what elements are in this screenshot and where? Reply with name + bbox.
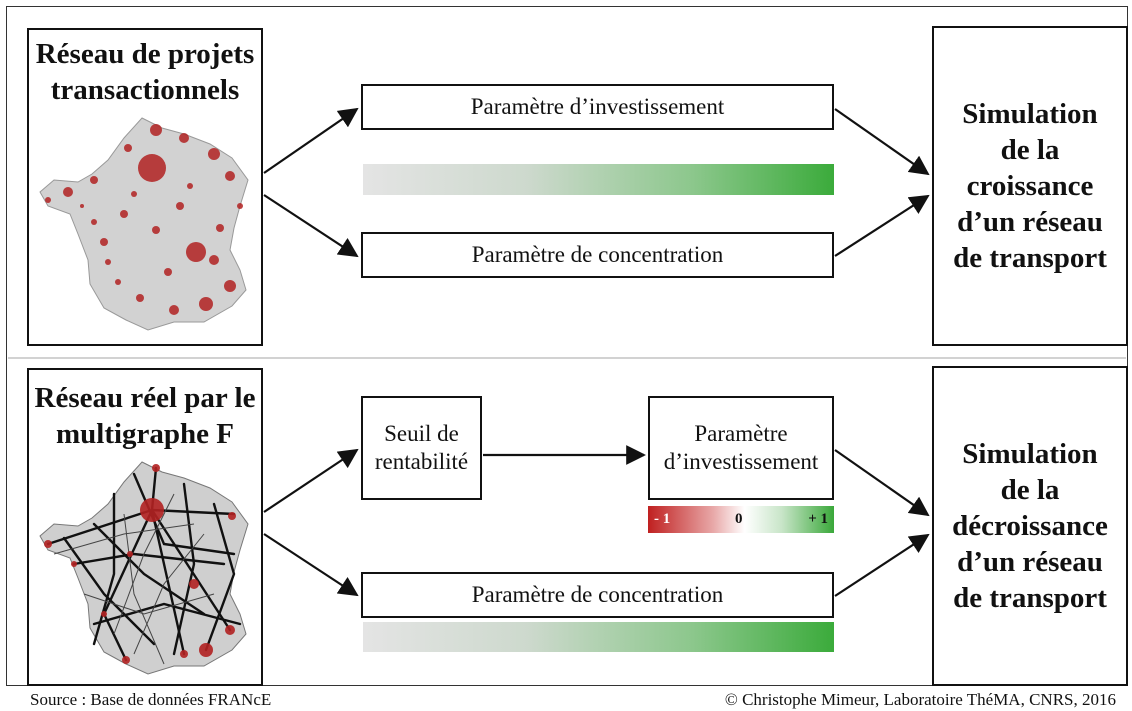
arrow-bottom-investment-to-simulation — [834, 449, 930, 517]
bottom-network-panel: Réseau réel par le multigraphe F — [27, 368, 263, 686]
arrow-top-investment-to-simulation — [834, 108, 930, 176]
bottom-concentration-parameter-box: Paramètre de concentration — [361, 572, 834, 618]
arrow-top-map-to-concentration — [263, 194, 359, 258]
top-network-title: Réseau de projets transactionnels — [35, 38, 255, 106]
arrow-top-map-to-investment — [263, 107, 359, 174]
scale-min-label: - 1 — [654, 511, 671, 527]
credit-note: © Christophe Mimeur, Laboratoire ThéMA, … — [724, 690, 1116, 709]
top-investment-gradient — [363, 164, 834, 195]
scale-mid-label: 0 — [735, 511, 743, 527]
scale-max-label: + 1 — [808, 511, 828, 527]
top-simulation-box: Simulation de la croissance d’un réseau … — [932, 26, 1128, 346]
top-investment-parameter-box: Paramètre d’investissement — [361, 84, 834, 130]
top-concentration-parameter-box: Paramètre de concentration — [361, 232, 834, 278]
arrow-bottom-concentration-to-simulation — [834, 533, 930, 597]
section-divider — [8, 357, 1126, 359]
bottom-concentration-gradient — [363, 622, 834, 652]
source-note: Source : Base de données FRANcE — [30, 690, 272, 709]
arrow-bottom-map-to-threshold — [263, 448, 359, 513]
threshold-box: Seuil de rentabilité — [361, 396, 482, 500]
top-network-panel: Réseau de projets transactionnels — [27, 28, 263, 346]
arrow-bottom-map-to-concentration — [263, 533, 359, 597]
investment-divergent-scale: - 1 0 + 1 — [648, 506, 834, 533]
france-projects-map — [39, 117, 249, 331]
france-multigraph-map — [39, 461, 249, 675]
bottom-network-title: Réseau réel par le multigraphe F — [34, 382, 256, 450]
arrow-top-concentration-to-simulation — [834, 194, 930, 257]
figure-frame — [6, 6, 1128, 686]
bottom-simulation-box: Simulation de la décroissance d’un résea… — [932, 366, 1128, 686]
bottom-investment-parameter-box: Paramètre d’investissement — [648, 396, 834, 500]
